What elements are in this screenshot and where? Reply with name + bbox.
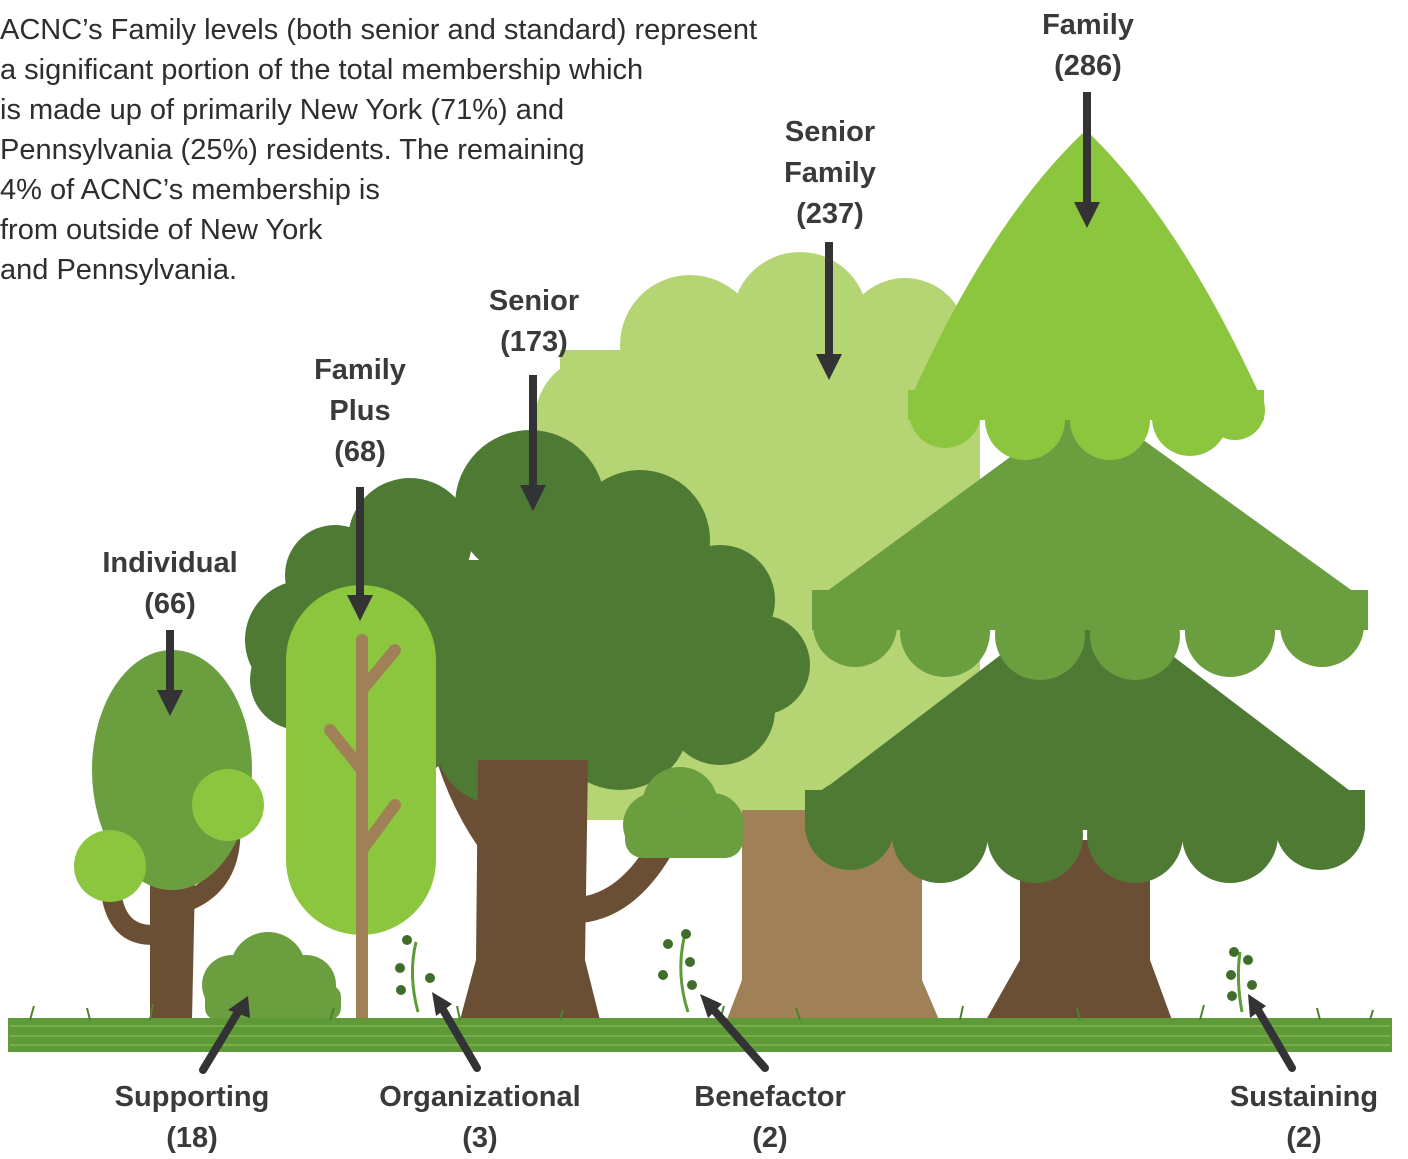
- small-bush-right: [623, 767, 744, 858]
- arrow-senior-family: [816, 242, 842, 380]
- grass-ground: [8, 1003, 1392, 1052]
- intro-paragraph: ACNC’s Family levels (both senior and st…: [0, 10, 757, 290]
- label-senior-count: (173): [500, 326, 568, 358]
- arrow-individual: [157, 630, 183, 716]
- individual-leaf-right: [192, 769, 264, 841]
- intro-line: is made up of primarily New York (71%) a…: [0, 94, 565, 126]
- arrow-supporting: [199, 1008, 242, 1074]
- label-supporting: Supporting (18): [115, 1077, 270, 1159]
- label-family-count: (286): [1054, 50, 1122, 82]
- label-sustaining-count: (2): [1286, 1122, 1322, 1154]
- arrow-organizational: [438, 1004, 481, 1072]
- label-family-plus-line1: Family: [314, 354, 406, 386]
- individual-leaf-left: [74, 830, 146, 902]
- arrow-family-plus: [347, 487, 373, 621]
- arrow-sustaining: [1254, 1006, 1296, 1072]
- family-plus-tree: [286, 585, 436, 1026]
- intro-line: from outside of New York: [0, 214, 323, 246]
- label-family-plus: Family Plus (68): [314, 350, 406, 473]
- senior-trunk: [460, 760, 600, 1020]
- intro-line: a significant portion of the total membe…: [0, 54, 644, 86]
- label-individual-name: Individual: [102, 547, 238, 579]
- label-organizational-count: (3): [462, 1122, 498, 1154]
- intro-line: Pennsylvania (25%) residents. The remain…: [0, 134, 585, 166]
- label-family-name: Family: [1042, 9, 1134, 41]
- label-individual-count: (66): [144, 588, 196, 620]
- pine-top-tier: [908, 130, 1265, 460]
- label-supporting-count: (18): [166, 1122, 218, 1154]
- label-organizational-name: Organizational: [379, 1081, 581, 1113]
- label-senior-family-count: (237): [796, 198, 864, 230]
- pine-bottom-tier: [805, 590, 1365, 883]
- benefactor-sprout: [658, 929, 697, 1013]
- label-senior-name: Senior: [488, 285, 580, 317]
- label-organizational: Organizational (3): [379, 1077, 580, 1159]
- label-sustaining-name: Sustaining: [1229, 1081, 1379, 1113]
- individual-tree: [74, 650, 264, 1020]
- organizational-sprout: [395, 935, 435, 1013]
- label-senior-family: Senior Family (237): [784, 112, 876, 235]
- senior-tree: [245, 430, 810, 1020]
- label-sustaining: Sustaining (2): [1230, 1077, 1378, 1159]
- label-family-plus-count: (68): [334, 436, 386, 468]
- label-family-plus-line2: Plus: [329, 395, 391, 427]
- pine-middle-tier: [812, 400, 1368, 680]
- intro-line: and Pennsylvania.: [0, 254, 237, 286]
- intro-line: ACNC’s Family levels (both senior and st…: [0, 14, 758, 46]
- arrow-senior: [520, 375, 546, 511]
- label-benefactor-count: (2): [752, 1122, 788, 1154]
- label-family: Family (286): [1042, 5, 1134, 87]
- arrow-benefactor: [708, 1004, 769, 1072]
- intro-line: 4% of ACNC’s membership is: [0, 174, 380, 206]
- supporting-bush: [202, 932, 341, 1020]
- arrow-family: [1074, 92, 1100, 228]
- label-benefactor-name: Benefactor: [694, 1081, 846, 1113]
- label-benefactor: Benefactor (2): [694, 1077, 846, 1159]
- label-senior-family-line2: Family: [784, 157, 876, 189]
- label-supporting-name: Supporting: [114, 1081, 270, 1113]
- label-individual: Individual (66): [102, 543, 237, 625]
- sustaining-sprout: [1226, 947, 1257, 1013]
- label-senior: Senior (173): [489, 281, 579, 363]
- family-pine-tree: [805, 130, 1368, 1020]
- label-senior-family-line1: Senior: [784, 116, 876, 148]
